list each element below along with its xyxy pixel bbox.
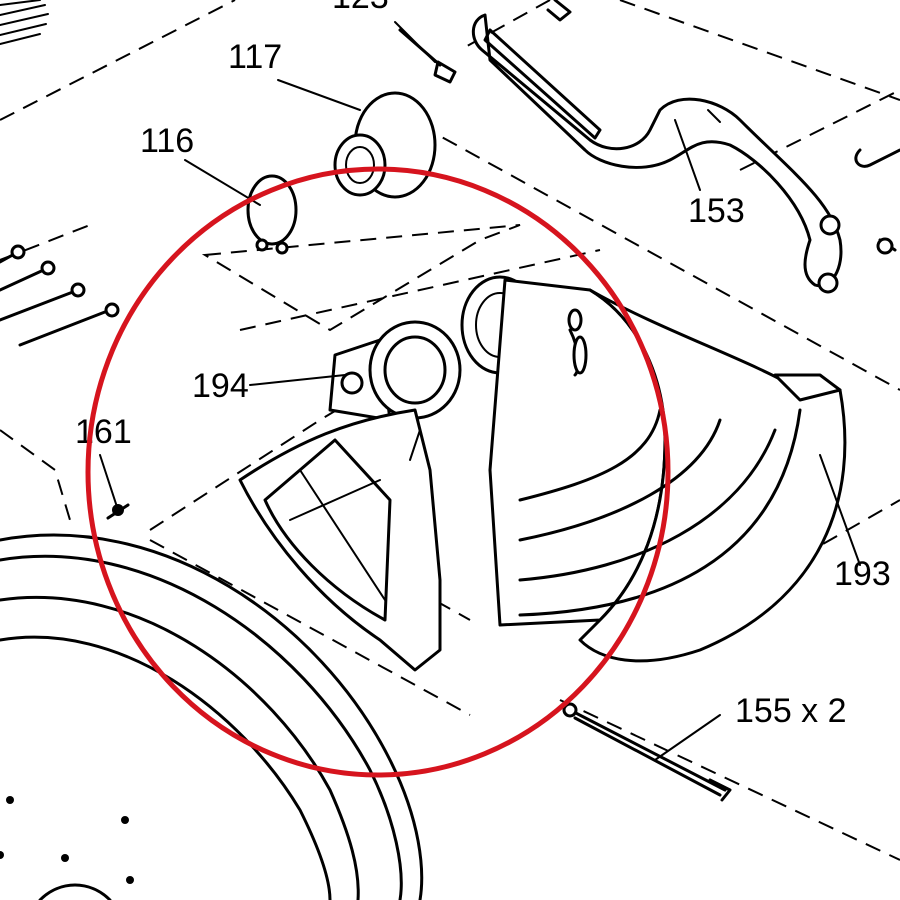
highlight-circle [85,166,671,778]
label-161: 161 [75,413,132,451]
label-153: 153 [688,192,745,230]
label-194: 194 [192,367,249,405]
lower-guard-front [238,408,442,672]
bushing-117 [333,91,437,199]
label-116: 116 [140,122,194,160]
lower-guard-rear-193 [488,278,847,663]
screw-155 [562,702,732,802]
leader-lines [99,21,861,761]
label-193: 193 [834,555,891,593]
label-155: 155 x 2 [735,692,847,730]
label-123: 123 [332,0,389,16]
spring-part [0,0,49,45]
bolt-set [0,244,120,347]
label-117: 117 [228,38,282,76]
callout-labels: 123 117 116 153 194 161 193 155 x 2 [75,0,891,730]
retaining-ring-116 [246,174,298,255]
slotted-arm-153 [471,13,900,294]
saw-blade [0,533,424,900]
